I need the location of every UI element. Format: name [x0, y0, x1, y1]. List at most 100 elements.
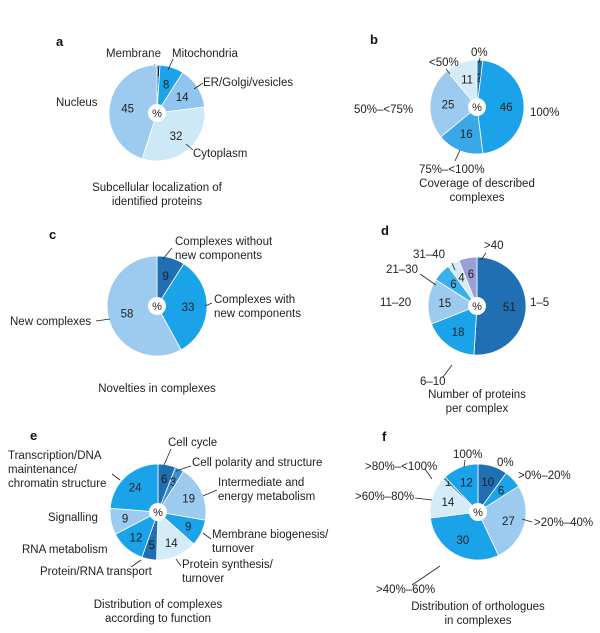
pie-slice: [430, 305, 478, 356]
leader-line: [454, 149, 461, 162]
slice-label: <50%: [429, 57, 459, 69]
leader-line: [204, 302, 213, 307]
slice-value: 19: [182, 493, 195, 505]
slice-label: Nucleus: [56, 97, 98, 109]
slice-value: 1: [445, 477, 451, 489]
slice-label: 0%: [497, 457, 514, 469]
pie-slice: [157, 470, 207, 521]
leader-line: [162, 247, 173, 260]
leader-line: [411, 565, 441, 586]
chart-caption: identified proteins: [112, 196, 202, 208]
slice-value: 1: [155, 67, 161, 79]
chart-caption: in complexes: [444, 615, 511, 627]
slice-value: 58: [121, 309, 134, 321]
slice-label: Complexes without: [175, 236, 273, 248]
slice-value: 25: [442, 99, 455, 111]
slice-label: 75%–<100%: [419, 164, 485, 176]
leader-line: [130, 559, 142, 568]
leader-line: [95, 318, 111, 322]
slice-label: Intermediate and: [218, 477, 304, 489]
pie-slice: [109, 463, 159, 513]
pie-center: [148, 297, 166, 315]
pie-center: [468, 297, 486, 315]
pie-slice: [473, 256, 527, 356]
slice-label: Cell cycle: [168, 437, 217, 449]
slice-label: >80%–<100%: [365, 461, 437, 473]
slice-label: 100%: [453, 449, 482, 461]
leader-line: [463, 459, 466, 468]
center-percent-label: %: [152, 301, 162, 313]
pie-slice: [476, 59, 525, 155]
leader-line: [451, 262, 456, 271]
slice-label: new components: [175, 250, 262, 262]
slice-label: 1–5: [530, 297, 549, 309]
leader-line: [442, 364, 453, 378]
slice-label: new components: [214, 308, 301, 320]
slice-value: 12: [130, 532, 143, 544]
slice-label: >0%–20%: [518, 470, 571, 482]
slice-value: 9: [185, 522, 191, 534]
chart-caption: Coverage of described: [419, 178, 535, 190]
slice-value: 46: [500, 102, 513, 114]
pie-center: [148, 104, 166, 122]
slice-label: 50%–<75%: [354, 104, 413, 116]
leader-line: [163, 448, 172, 466]
panel-letter-d: d: [381, 223, 389, 238]
chart-panel-a: a1Membrane8Mitochondria14ER/Golgi/vesicl…: [56, 34, 293, 208]
slice-label: energy metabolism: [218, 491, 315, 503]
center-percent-label: %: [472, 102, 482, 114]
slice-value: 16: [460, 129, 473, 141]
leader-line: [202, 532, 212, 540]
slice-value: 6: [450, 279, 456, 291]
slice-value: 45: [121, 103, 134, 115]
slice-label: Protein synthesis/: [182, 559, 274, 571]
slice-value: 30: [456, 535, 469, 547]
leader-line: [419, 273, 437, 286]
slice-value: 3: [170, 477, 176, 489]
slice-value: 32: [170, 131, 183, 143]
chart-panel-f: f100%6>0%–20%27>20%–40%30>40%–60%14>60%–…: [355, 429, 593, 627]
slice-value: 9: [162, 271, 168, 283]
center-percent-label: %: [152, 108, 162, 120]
chart-caption: Subcellular localization of: [92, 182, 223, 194]
slice-value: 6: [498, 485, 504, 497]
slice-value: 5: [149, 540, 155, 552]
slice-label: turnover: [182, 573, 224, 585]
chart-caption: per complex: [446, 403, 509, 415]
slice-label: Membrane biogenesis/: [212, 529, 329, 541]
slice-value: 18: [452, 327, 465, 339]
leader-line: [445, 68, 451, 75]
slice-value: 8: [163, 80, 169, 92]
center-percent-label: %: [153, 507, 163, 519]
slice-value: 6: [468, 269, 474, 281]
leader-line: [175, 465, 192, 472]
panel-letter-e: e: [30, 428, 37, 443]
pie-slice: [429, 70, 478, 138]
slice-label: Mitochondria: [172, 48, 238, 60]
leader-line: [167, 58, 174, 71]
slice-value: 15: [438, 298, 451, 310]
slice-label: turnover: [212, 543, 254, 555]
pie-center: [468, 98, 486, 116]
slice-value: 14: [165, 538, 178, 550]
slice-label: >40%–60%: [376, 584, 435, 596]
slice-label: Signalling: [48, 512, 98, 524]
panel-letter-c: c: [49, 227, 56, 242]
center-percent-label: %: [472, 301, 482, 313]
leader-line: [111, 473, 121, 481]
leader-line: [414, 497, 433, 501]
pie-slice: [106, 255, 182, 357]
slice-label: Transcription/DNA: [8, 450, 102, 462]
slice-label: >60%–80%: [355, 491, 414, 503]
pie-slice: [477, 485, 527, 556]
pie-slice: [458, 256, 478, 307]
slice-label: ER/Golgi/vesicles: [203, 77, 293, 89]
leader-line: [521, 518, 533, 523]
panel-letter-b: b: [370, 32, 378, 47]
slice-label: Cytoplasm: [193, 148, 247, 160]
